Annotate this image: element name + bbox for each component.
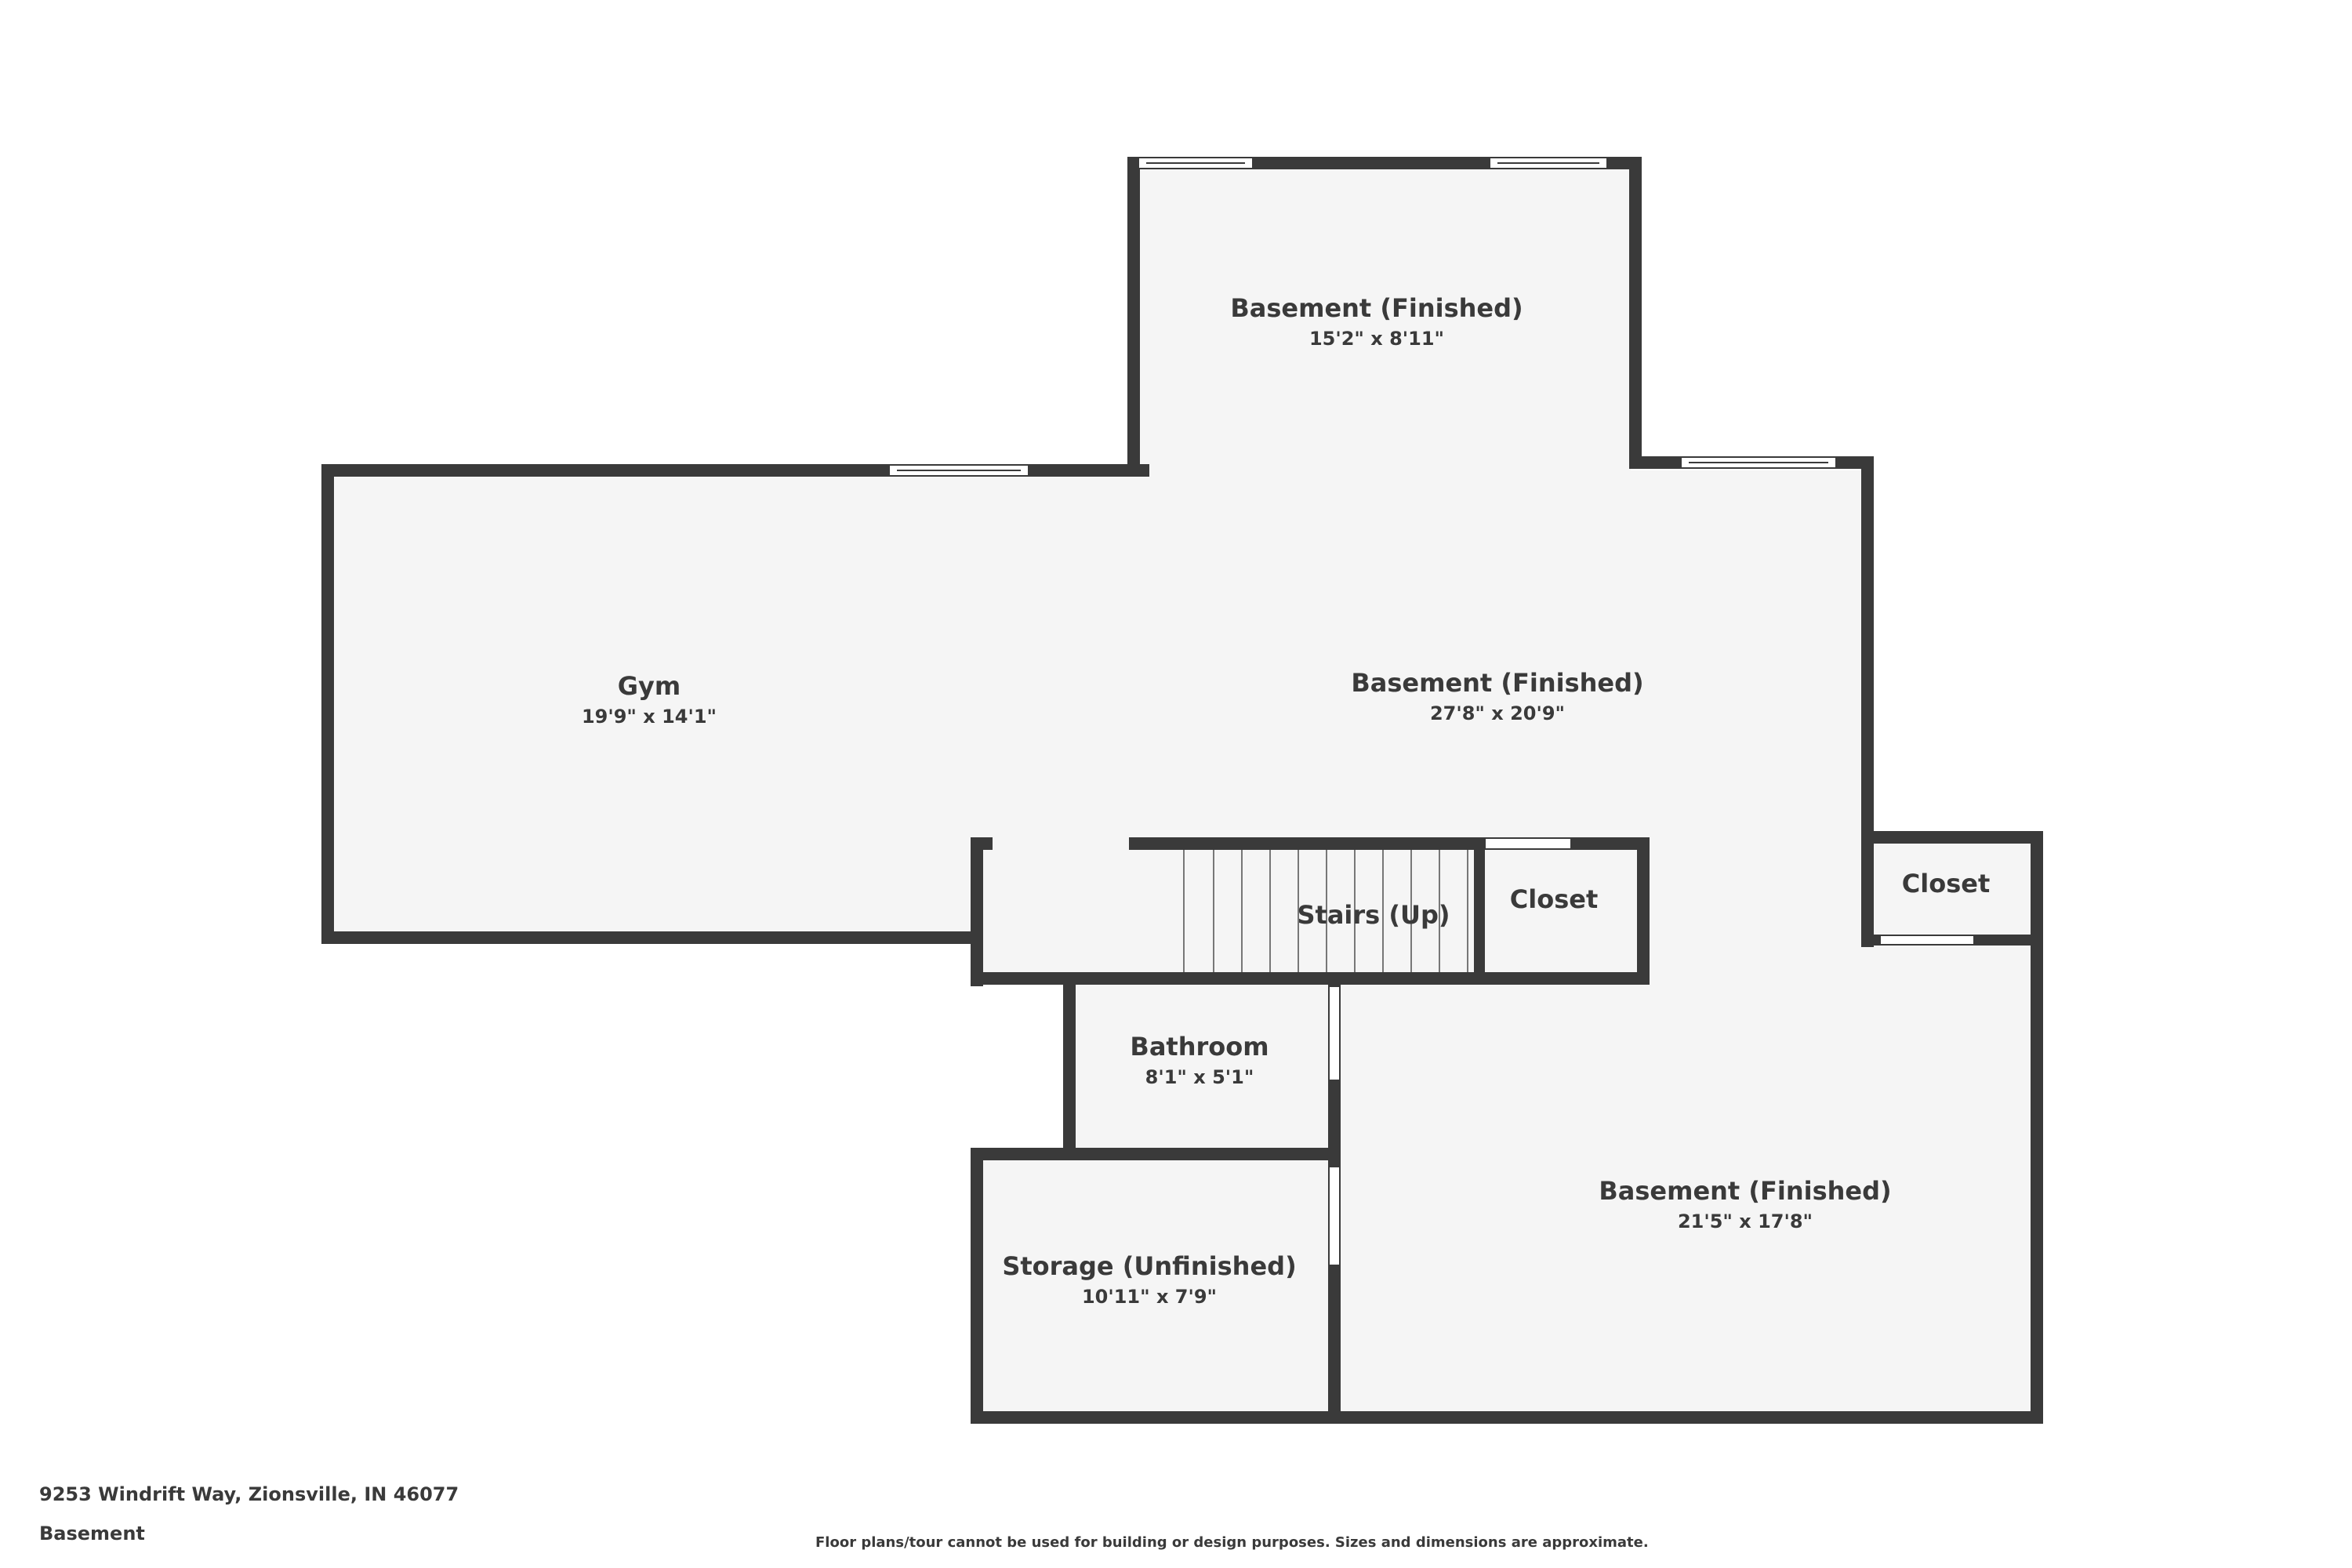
room-name-bathroom: Bathroom: [1130, 1032, 1269, 1062]
room-dim-basement-lower: 21'5" x 17'8": [1678, 1210, 1813, 1232]
door-opening: [1328, 1166, 1341, 1266]
room-dim-bathroom: 8'1" x 5'1": [1145, 1066, 1254, 1088]
window-panes: [897, 162, 1828, 471]
room-dim-gym: 19'9" x 14'1": [582, 706, 717, 728]
door-opening: [1879, 935, 1975, 946]
room-name-basement-main: Basement (Finished): [1351, 668, 1643, 698]
disclaimer-text: Floor plans/tour cannot be used for buil…: [815, 1534, 1649, 1551]
floor-name: Basement: [39, 1523, 145, 1544]
room-name-basement-upper: Basement (Finished): [1230, 293, 1523, 323]
room-name-closet-center: Closet: [1510, 884, 1598, 914]
room-name-gym: Gym: [618, 671, 681, 701]
room-name-stairs: Stairs (Up): [1297, 900, 1450, 930]
door-opening: [1484, 837, 1572, 850]
room-name-storage: Storage (Unfinished): [1002, 1251, 1296, 1281]
room-name-basement-lower: Basement (Finished): [1599, 1176, 1891, 1206]
floor-fill: [329, 163, 2042, 1417]
room-dim-basement-upper: 15'2" x 8'11": [1309, 328, 1444, 350]
room-dim-storage: 10'11" x 7'9": [1082, 1286, 1217, 1308]
stairs-treads: [1183, 850, 1468, 972]
room-labels: Basement (Finished) 15'2" x 8'11" Gym 19…: [582, 293, 1990, 1308]
room-name-closet-right: Closet: [1902, 869, 1990, 898]
property-address: 9253 Windrift Way, Zionsville, IN 46077: [39, 1483, 459, 1505]
room-dim-basement-main: 27'8" x 20'9": [1430, 702, 1565, 724]
door-opening: [1328, 985, 1341, 1081]
